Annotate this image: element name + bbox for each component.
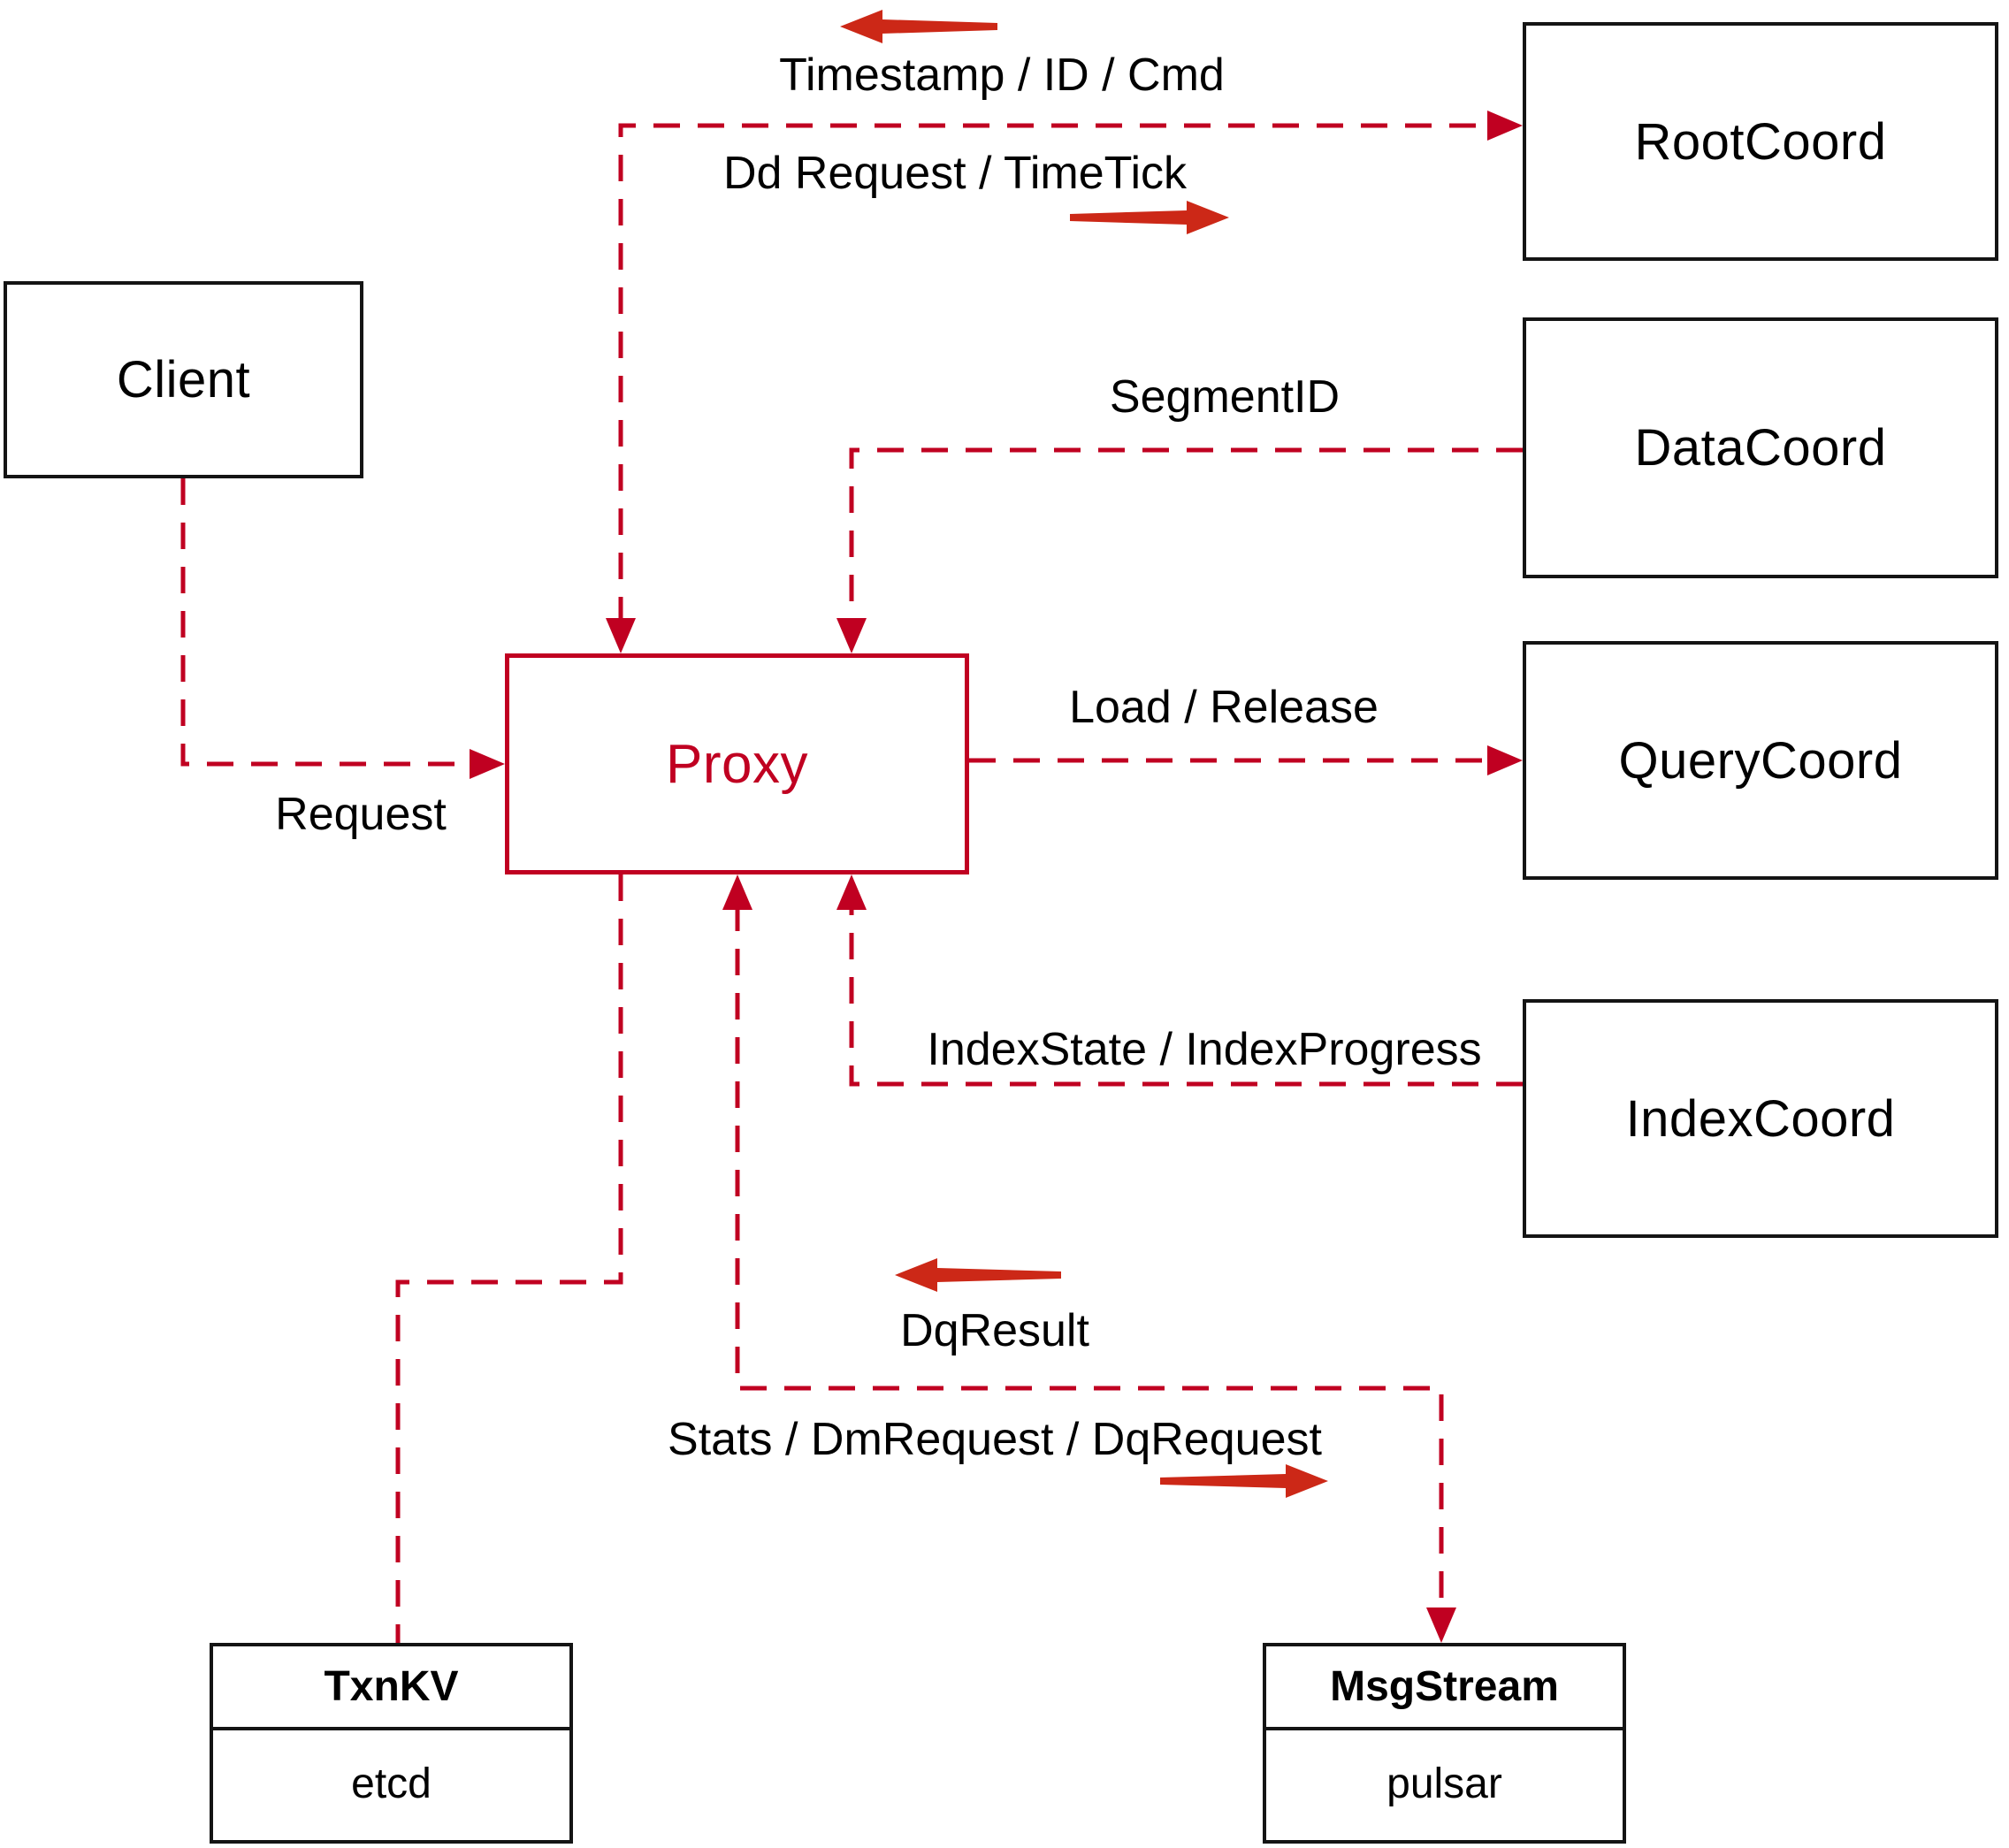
right-arrow-icon-arrow-stats-to-stream xyxy=(1160,1464,1328,1498)
node-querycoord: QueryCoord xyxy=(1523,641,1998,880)
record-subtitle-msgstream: pulsar xyxy=(1386,1760,1502,1807)
edge-label-load-release: Load / Release xyxy=(1069,682,1379,733)
node-label-client: Client xyxy=(116,351,251,409)
node-client: Client xyxy=(4,281,363,478)
edge-label-dd-request-timetick: Dd Request / TimeTick xyxy=(722,148,1188,199)
arrowhead-icon-proxy-rootcoord-end xyxy=(1487,111,1523,141)
arrowhead-icon-proxy-rootcoord-start xyxy=(606,618,636,653)
node-datacoord: DataCoord xyxy=(1523,317,1998,578)
record-node-txnkv: TxnKV etcd xyxy=(210,1643,573,1844)
record-node-msgstream: MsgStream pulsar xyxy=(1263,1643,1626,1844)
node-label-rootcoord: RootCoord xyxy=(1634,112,1887,171)
record-title-txnkv: TxnKV xyxy=(213,1646,569,1730)
arrowhead-icon-proxy-msgstream-end xyxy=(1426,1607,1456,1643)
node-label-proxy: Proxy xyxy=(666,733,808,795)
arrowhead-icon-datacoord-to-proxy-end xyxy=(836,618,867,653)
arrowhead-icon-indexcoord-to-proxy-end xyxy=(836,874,867,910)
node-label-querycoord: QueryCoord xyxy=(1618,731,1903,790)
edge-label-request: Request xyxy=(275,789,447,840)
node-label-indexcoord: IndexCoord xyxy=(1625,1089,1896,1148)
edge-datacoord-to-proxy xyxy=(849,447,1523,623)
edge-label-dq-result: DqResult xyxy=(900,1305,1089,1356)
node-label-datacoord: DataCoord xyxy=(1634,419,1887,477)
edge-proxy-msgstream xyxy=(735,905,1444,1613)
edge-proxy-rootcoord xyxy=(618,123,1493,623)
record-title-msgstream: MsgStream xyxy=(1266,1646,1623,1730)
node-proxy: Proxy xyxy=(505,653,969,874)
node-rootcoord: RootCoord xyxy=(1523,22,1998,261)
record-subtitle-txnkv: etcd xyxy=(351,1760,432,1807)
edge-client-to-proxy xyxy=(180,478,475,767)
edge-label-segment-id: SegmentID xyxy=(1109,371,1341,423)
right-arrow-icon-arrow-to-rootcoord xyxy=(1070,201,1229,234)
arrowhead-icon-proxy-msgstream-start xyxy=(722,874,752,910)
edge-label-timestamp-id-cmd: Timestamp / ID / Cmd xyxy=(779,50,1225,101)
left-arrow-icon-arrow-to-proxy-top xyxy=(840,10,997,43)
edge-label-stats-dm-dq-request: Stats / DmRequest / DqRequest xyxy=(668,1414,1322,1465)
node-indexcoord: IndexCoord xyxy=(1523,999,1998,1238)
arrowhead-icon-proxy-to-querycoord-end xyxy=(1487,745,1523,775)
arrowhead-icon-client-to-proxy-end xyxy=(470,749,505,779)
edge-label-indexstate-progress: IndexState / IndexProgress xyxy=(927,1024,1482,1075)
edge-indexcoord-to-proxy xyxy=(849,905,1523,1087)
edge-proxy-to-txnkv xyxy=(395,874,623,1643)
left-arrow-icon-arrow-dqresult-to-proxy xyxy=(895,1258,1061,1292)
